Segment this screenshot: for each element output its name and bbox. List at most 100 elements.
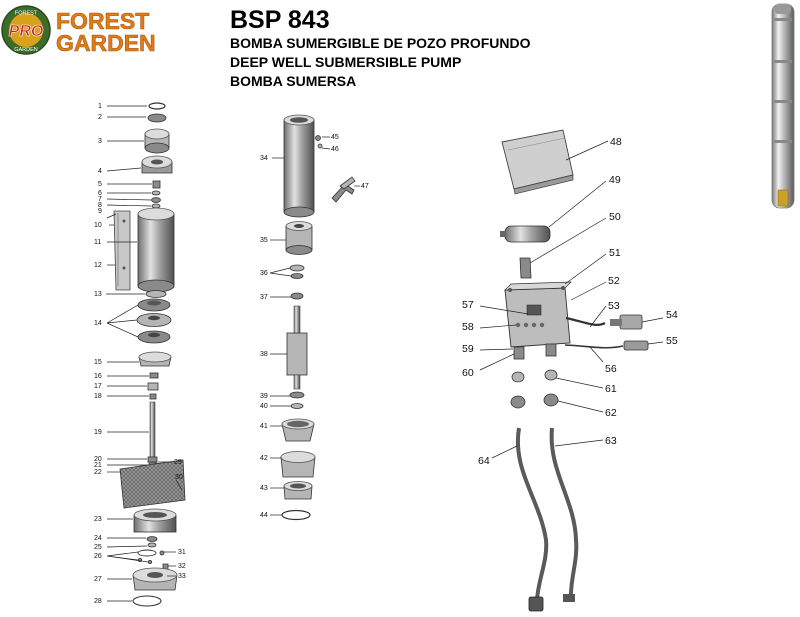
label-51: 51 <box>609 247 621 259</box>
part-31-screw <box>159 550 165 556</box>
logo-ring-bottom-text: GARDEN <box>14 47 38 53</box>
label-59: 59 <box>462 343 474 355</box>
label-30: 30 <box>175 474 183 481</box>
label-48: 48 <box>610 136 622 148</box>
label-10: 10 <box>94 222 102 229</box>
part-11-pump-body <box>137 213 175 287</box>
logo-pro-text: PRO <box>9 23 44 40</box>
logo-ring-top-text: FOREST <box>15 11 38 17</box>
label-18: 18 <box>94 393 102 400</box>
label-43: 43 <box>260 485 268 492</box>
part-17-bearing <box>147 382 159 391</box>
part-54-plug <box>619 314 643 330</box>
label-60: 60 <box>462 367 474 379</box>
subtitle-italian: BOMBA SUMERSA <box>230 73 357 89</box>
label-49: 49 <box>609 174 621 186</box>
subtitle-english: DEEP WELL SUBMERSIBLE PUMP <box>230 54 462 70</box>
label-16: 16 <box>94 373 102 380</box>
part-46-washer <box>317 143 323 149</box>
label-19: 19 <box>94 429 102 436</box>
label-58: 58 <box>462 321 474 333</box>
label-33: 33 <box>178 573 186 580</box>
label-53: 53 <box>608 300 620 312</box>
label-4: 4 <box>98 168 102 175</box>
part-26-bolt-b <box>147 560 152 565</box>
label-24: 24 <box>94 535 102 542</box>
part-24-key <box>146 536 158 542</box>
part-52-control-box <box>504 287 571 348</box>
label-57: 57 <box>462 299 474 311</box>
label-1: 1 <box>98 103 102 110</box>
label-2: 2 <box>98 114 102 121</box>
part-28-ring <box>132 595 162 607</box>
label-12: 12 <box>94 262 102 269</box>
label-3: 3 <box>98 138 102 145</box>
label-63: 63 <box>605 435 617 447</box>
column2-parts <box>280 114 356 521</box>
part-1-ring <box>148 102 166 110</box>
part-7-seat <box>151 197 161 203</box>
label-28: 28 <box>94 598 102 605</box>
part-61-gland-a <box>511 371 525 383</box>
label-8: 8 <box>98 202 102 209</box>
column3-parts <box>500 129 649 612</box>
part-37-bearing <box>290 292 304 300</box>
column1-leaders <box>106 105 183 602</box>
label-39: 39 <box>260 393 268 400</box>
label-13: 13 <box>94 291 102 298</box>
part-18-bushing <box>149 393 157 400</box>
part-55-connector <box>623 340 649 351</box>
part-40-washer <box>290 403 304 409</box>
part-50-clamp <box>519 257 532 279</box>
part-57-switch <box>526 304 542 316</box>
part-56-wire <box>564 344 624 349</box>
part-45-screw <box>315 135 321 141</box>
label-46: 46 <box>331 146 339 153</box>
logo-forest-text: FOREST <box>56 8 149 34</box>
label-64: 64 <box>478 455 490 467</box>
label-22: 22 <box>94 469 102 476</box>
part-44-circlip <box>281 509 311 521</box>
column2-leaders <box>269 136 360 516</box>
part-53-cable <box>565 316 606 326</box>
label-6: 6 <box>98 190 102 197</box>
label-34: 34 <box>260 155 268 162</box>
label-25: 25 <box>94 544 102 551</box>
label-17: 17 <box>94 383 102 390</box>
label-7: 7 <box>98 196 102 203</box>
label-45: 45 <box>331 134 339 141</box>
part-22-strainer <box>119 459 186 509</box>
part-38-rotor <box>286 332 308 376</box>
column3-leaders <box>479 140 664 459</box>
label-26: 26 <box>94 553 102 560</box>
label-56: 56 <box>605 363 617 375</box>
column2-labels: 34 45 46 47 35 36 37 38 39 40 41 42 43 4… <box>260 134 369 519</box>
part-6-washer <box>151 190 161 196</box>
part-25-washer <box>147 542 157 548</box>
label-61: 61 <box>605 383 617 395</box>
part-38-rotor-shaft <box>293 305 301 335</box>
part-8-oring <box>151 203 161 209</box>
column1-parts <box>113 102 186 607</box>
label-37: 37 <box>260 294 268 301</box>
part-34-motor-housing <box>283 119 315 213</box>
part-20-coupling-nut <box>147 456 158 463</box>
part-39-bearing <box>289 391 305 399</box>
label-21: 21 <box>94 462 102 469</box>
part-19-shaft <box>149 401 156 458</box>
part-14-stage <box>136 298 172 344</box>
label-42: 42 <box>260 455 268 462</box>
label-15: 15 <box>94 359 102 366</box>
part-36-seal <box>289 264 305 272</box>
label-14: 14 <box>94 320 102 327</box>
column1-labels: 1 2 3 4 5 6 7 8 9 10 11 12 13 14 15 16 1… <box>94 103 186 605</box>
label-9: 9 <box>98 208 102 215</box>
part-9-cable-guard <box>113 210 131 291</box>
part-58-terminal <box>515 322 521 328</box>
label-41: 41 <box>260 423 268 430</box>
model-number: BSP 843 <box>230 6 330 34</box>
label-32: 32 <box>178 563 186 570</box>
label-44: 44 <box>260 512 268 519</box>
title-block: BSP 843 BOMBA SUMERGIBLE DE POZO PROFUND… <box>230 6 531 91</box>
column3-labels: 48 49 50 51 52 53 54 55 56 57 58 59 60 6… <box>462 136 678 467</box>
